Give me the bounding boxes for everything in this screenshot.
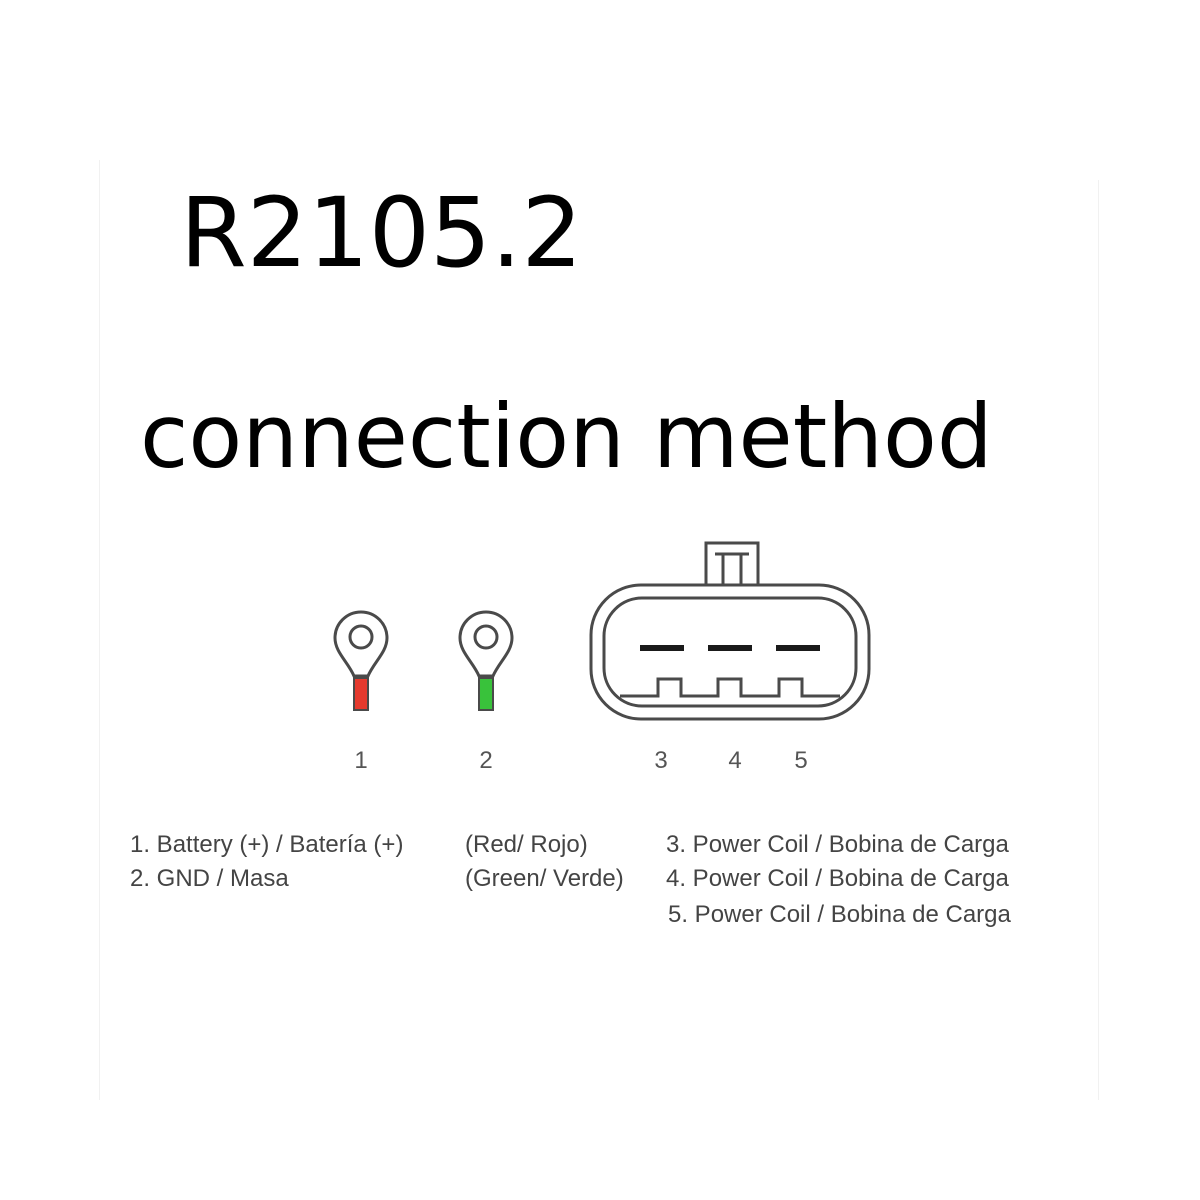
terminal-1-wire bbox=[353, 677, 369, 711]
ring-terminal-icon-1 bbox=[333, 610, 389, 711]
legend-item-1: 1. Battery (+) / Batería (+) bbox=[130, 831, 404, 858]
pin-number-1: 1 bbox=[354, 747, 368, 774]
pin-number-5: 5 bbox=[794, 747, 808, 774]
wiring-diagram bbox=[333, 541, 871, 721]
terminal-1-hole bbox=[348, 624, 374, 650]
legend-item-5: 5. Power Coil / Bobina de Carga bbox=[668, 901, 1011, 928]
legend-item-2: 2. GND / Masa bbox=[130, 865, 289, 892]
legend-item-4: 4. Power Coil / Bobina de Carga bbox=[666, 865, 1009, 892]
legend-color-2: (Green/ Verde) bbox=[465, 865, 624, 892]
terminal-2-hole bbox=[473, 624, 499, 650]
connector-inner-shell bbox=[602, 596, 858, 708]
latch-tab bbox=[704, 541, 760, 587]
pin-number-4: 4 bbox=[728, 747, 742, 774]
pin-number-3: 3 bbox=[654, 747, 668, 774]
model-title: R2105.2 bbox=[180, 177, 583, 289]
connector-key-slots bbox=[620, 677, 840, 698]
ring-terminal-icon-2 bbox=[458, 610, 514, 711]
legend-color-1: (Red/ Rojo) bbox=[465, 831, 588, 858]
diagram-subtitle: connection method bbox=[140, 385, 993, 488]
legend-item-3: 3. Power Coil / Bobina de Carga bbox=[666, 831, 1009, 858]
connector-housing-icon bbox=[589, 541, 871, 721]
panel-edge-right bbox=[1098, 180, 1099, 1100]
terminal-2-wire bbox=[478, 677, 494, 711]
panel-edge-left bbox=[99, 160, 100, 1100]
pin-number-2: 2 bbox=[479, 747, 493, 774]
